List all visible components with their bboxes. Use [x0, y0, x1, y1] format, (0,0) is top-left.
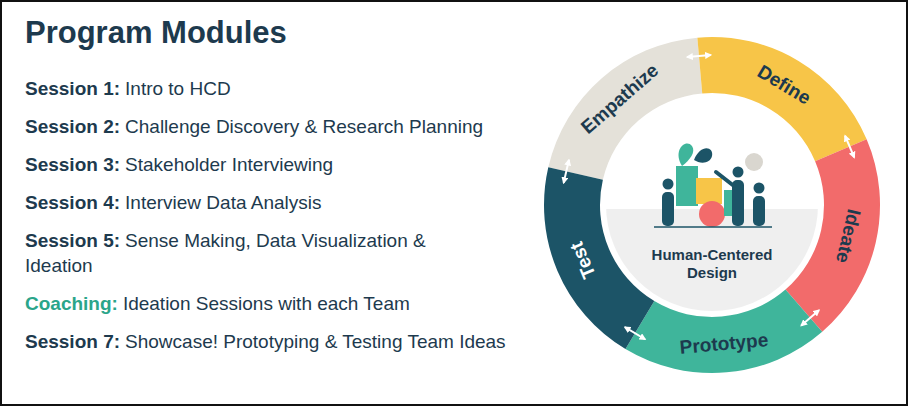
- session-row: Session 3:Stakeholder Interviewing: [25, 152, 625, 177]
- cycle-segment: Test: [544, 167, 655, 350]
- segment-shape: [697, 37, 867, 162]
- session-topic: Showcase! Prototyping & Testing Team Ide…: [125, 331, 506, 352]
- session-label: Session 7:: [25, 331, 120, 352]
- segment-shape: [625, 289, 823, 373]
- session-topic: Ideation Sessions with each Team: [123, 293, 410, 314]
- session-topic: Intro to HCD: [125, 78, 231, 99]
- session-row: Session 4:Interview Data Analysis: [25, 190, 625, 215]
- session-topic: Challenge Discovery & Research Planning: [125, 116, 483, 137]
- segment-shape: [785, 139, 880, 332]
- session-label: Session 3:: [25, 154, 120, 175]
- session-row: Coaching:Ideation Sessions with each Tea…: [25, 291, 625, 316]
- page-title: Program Modules: [25, 14, 287, 52]
- segment-shape: [544, 167, 655, 350]
- cycle-segment: Empathize: [548, 37, 703, 180]
- session-topic: Interview Data Analysis: [125, 192, 321, 213]
- session-label: Coaching:: [25, 293, 118, 314]
- session-label: Session 1:: [25, 78, 120, 99]
- session-topic: Stakeholder Interviewing: [125, 154, 333, 175]
- cycle-segment: Prototype: [625, 289, 823, 373]
- session-row: Session 5:Sense Making, Data Visualizati…: [25, 228, 455, 278]
- session-label: Session 5:: [25, 230, 120, 251]
- session-row: Session 1:Intro to HCD: [25, 76, 625, 101]
- session-row: Session 7:Showcase! Prototyping & Testin…: [25, 329, 625, 354]
- cycle-segment: Ideate: [785, 139, 880, 332]
- session-label: Session 2:: [25, 116, 120, 137]
- center-circle: Human-Centered Design: [606, 99, 818, 311]
- cycle-segment: Define: [697, 37, 867, 162]
- center-label: Human-Centered Design: [647, 246, 777, 282]
- session-row: Session 2:Challenge Discovery & Research…: [25, 114, 625, 139]
- session-label: Session 4:: [25, 192, 120, 213]
